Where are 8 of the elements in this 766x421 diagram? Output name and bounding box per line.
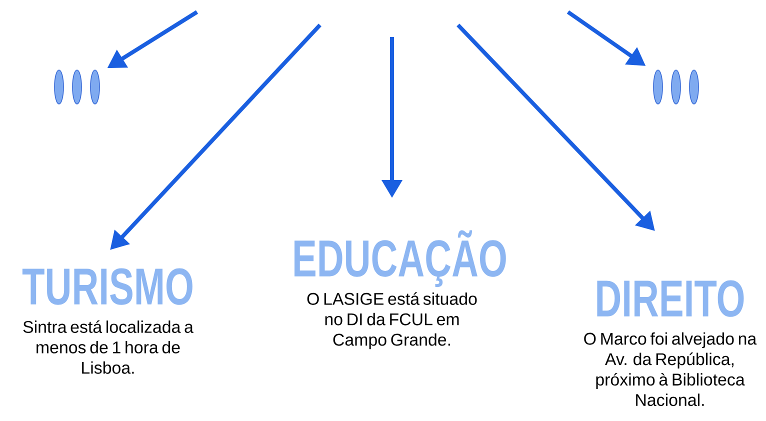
heading: EDUCAÇÃO <box>294 230 506 288</box>
body-text: O Marco foi alvejado na Av. da República, próximo à Biblioteca Nacional. <box>584 332 757 406</box>
heading: TURISMO <box>22 268 192 305</box>
oval-drawing <box>54 70 100 104</box>
body-text: Sintra está localizada a menos de 1 hora de Lisboa. <box>23 320 194 374</box>
oval-drawing <box>653 70 699 104</box>
heading: DIREITO <box>597 280 744 317</box>
body-text: O LASIGE está situado no DI da FCUL em Campo Grande. <box>307 292 477 350</box>
